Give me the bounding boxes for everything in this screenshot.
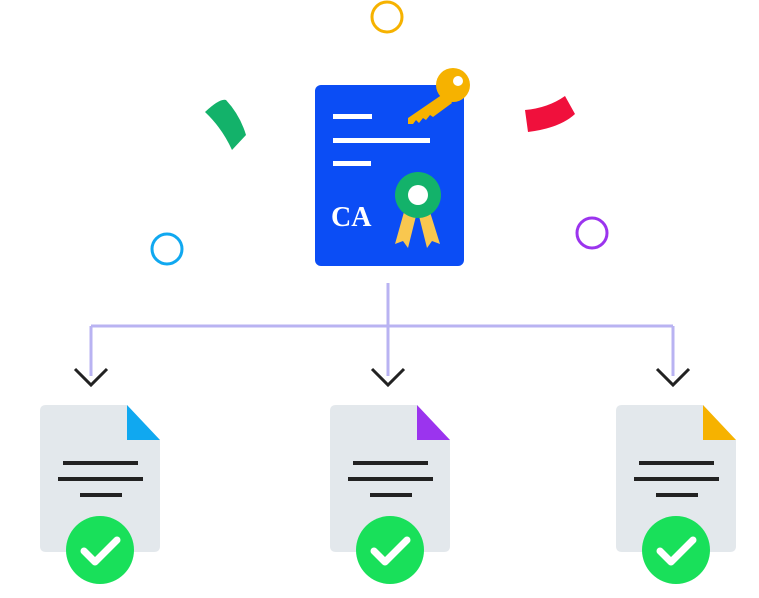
check-icon [642,516,710,584]
arrow-down-icon [655,367,691,388]
document-2 [330,405,450,584]
arrow-down-icon [73,367,109,388]
confetti-circle-blue [150,232,184,266]
seal-icon [395,172,441,248]
doc-corner [127,405,160,440]
confetti-green [205,99,246,150]
key-icon [408,68,470,124]
doc-corner [417,405,450,440]
confetti-circle-orange [370,0,404,34]
doc-corner [703,405,736,440]
ca-label: CA [331,202,372,233]
check-icon [356,516,424,584]
document-3 [616,405,736,584]
document-1 [40,405,160,584]
confetti-red [525,96,575,132]
connector-lines [89,283,675,376]
arrow-down-icon [370,367,406,388]
arrow-icons [73,367,691,388]
check-icon [66,516,134,584]
confetti-circle-purple [575,216,609,250]
ca-certificate: CA [315,68,470,266]
